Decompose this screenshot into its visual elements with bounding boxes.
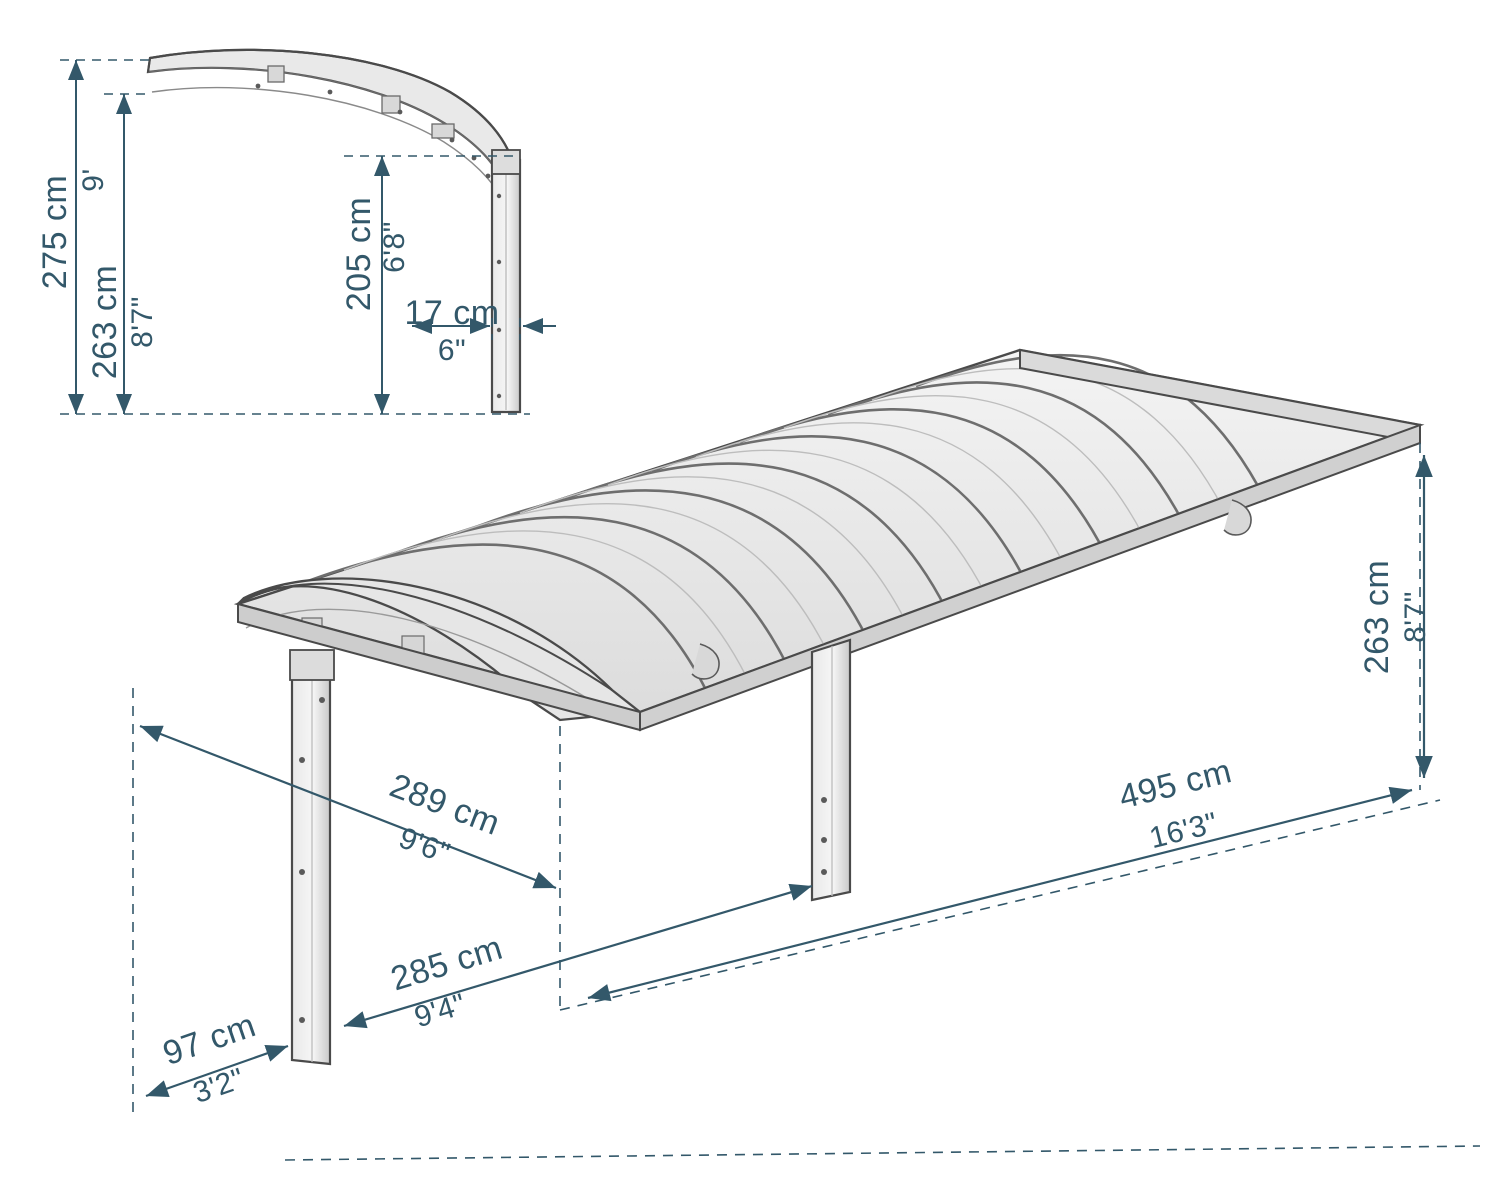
dim-263cm-imperial: 8'7" <box>126 296 159 348</box>
dim-97cm-imperial: 3'2" <box>189 1062 249 1110</box>
side-elevation-drawing <box>60 48 556 415</box>
dim-205cm-metric: 205 cm <box>340 197 378 312</box>
dim-289cm-imperial: 9'6" <box>394 821 454 870</box>
dim-285cm-metric: 285 cm <box>386 929 507 999</box>
dim-205cm-imperial: 6'8" <box>378 221 411 273</box>
isometric-drawing <box>132 348 1481 1161</box>
dim-17cm-imperial: 6" <box>438 334 466 367</box>
dim-275cm-metric: 275 cm <box>36 175 74 290</box>
dim-iso-263cm-metric: 263 cm <box>1358 560 1396 675</box>
dim-285cm-imperial: 9'4" <box>411 988 470 1035</box>
dim-495cm-metric: 495 cm <box>1115 752 1235 817</box>
dim-17cm-metric: 17 cm <box>404 294 499 332</box>
dim-97cm-metric: 97 cm <box>158 1006 260 1073</box>
dim-275cm-imperial: 9' <box>77 168 110 191</box>
dim-iso-263cm-imperial: 8'7" <box>1399 591 1432 643</box>
dim-263cm-metric: 263 cm <box>86 265 124 380</box>
